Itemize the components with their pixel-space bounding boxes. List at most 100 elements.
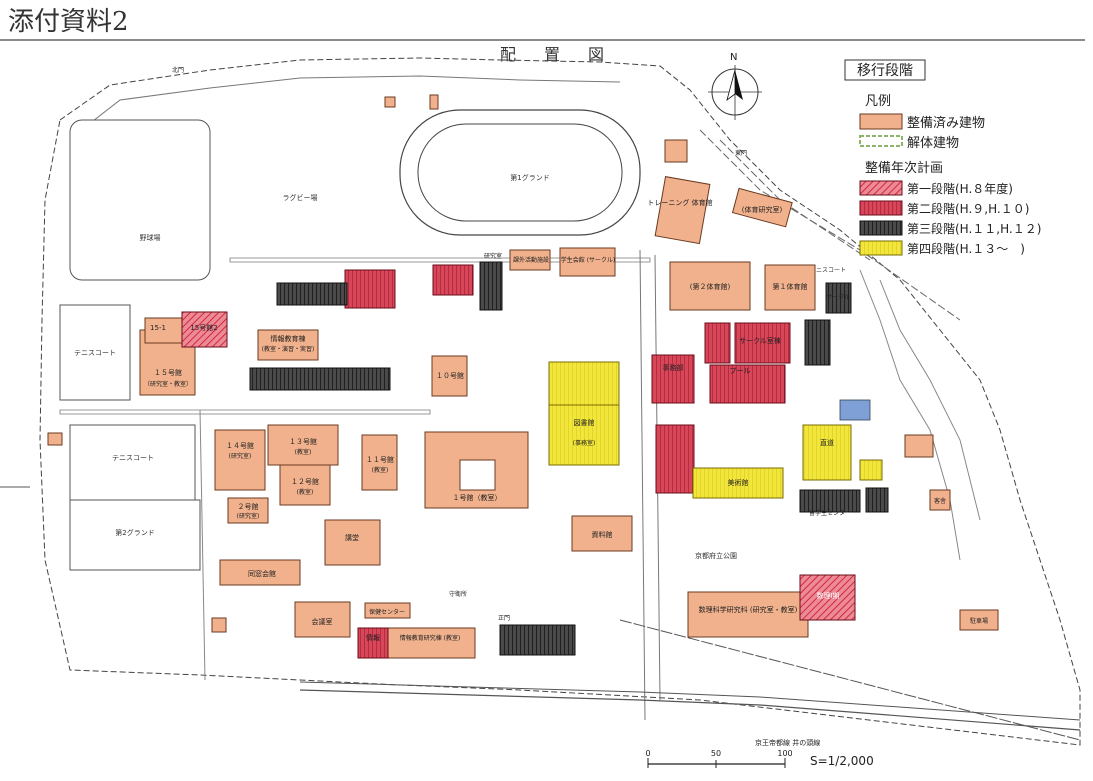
- ground2-label: 第2グランド: [115, 528, 154, 537]
- b14-building: [214, 429, 266, 491]
- gym-research-label: (体育研究室): [742, 205, 783, 214]
- b1-label: １号館（教室）: [453, 493, 502, 502]
- guest-building: [929, 489, 951, 511]
- b2-label: ２号館: [238, 502, 259, 511]
- dark-building: [865, 487, 889, 513]
- extra-building: [509, 249, 551, 271]
- b11-label: １１号館: [366, 455, 394, 464]
- resource-building: [571, 515, 633, 552]
- legend-existing-label: 整備済み建物: [907, 115, 985, 131]
- scale-tick-0: 0: [645, 749, 650, 758]
- dark-building: [499, 624, 576, 656]
- b15-label: １５号館: [154, 368, 182, 377]
- gym-research-building: [731, 187, 793, 228]
- campus-boundary: [39, 57, 1081, 746]
- baseball-field: [69, 119, 211, 281]
- station-building: [959, 609, 999, 631]
- b13-building: [267, 424, 339, 466]
- b13-label: １３号館: [289, 437, 317, 446]
- tennis-left-label: テニスコート: [74, 349, 116, 357]
- b10-label: １０号館: [436, 371, 464, 380]
- naoru-building: [802, 424, 852, 481]
- b2-building: [227, 497, 269, 524]
- gym2-label: (第２体育館): [690, 282, 731, 291]
- student-building: [559, 247, 616, 277]
- scale-ratio: S=1/2,000: [810, 754, 874, 768]
- b11-sub-label: (教室): [372, 466, 389, 474]
- small-building: [47, 432, 63, 446]
- b15-1-building: [144, 317, 186, 344]
- ground1-label: 第1グランド: [510, 173, 549, 182]
- guest-label: 客舎: [934, 497, 946, 505]
- attachment-title: 添付資料2: [8, 7, 129, 37]
- sci-new-building: [799, 574, 856, 621]
- ground1-track: [399, 109, 641, 236]
- rugby-label: ラグビー場: [283, 193, 318, 202]
- library-label: 図書館: [574, 418, 595, 427]
- b12-label: １２号館: [291, 477, 319, 486]
- red-building: [432, 264, 474, 296]
- small-building: [384, 96, 396, 108]
- gate-east-label: 東門: [735, 149, 747, 157]
- b15-sub-label: （研究室・教室）: [144, 380, 192, 388]
- legend-section-title: 凡例: [865, 94, 891, 109]
- north-label: N: [730, 52, 737, 63]
- dorm-building: [904, 434, 934, 458]
- info-building: [357, 627, 389, 659]
- legend-phase4-label: 第四段階(H.１３〜 ): [907, 241, 1025, 256]
- sci-new-label: 数理Ⅰ期: [816, 591, 839, 600]
- tennis-right-label: テニスコート: [810, 267, 846, 274]
- scale-bar: 0 50 100 S=1/2,000: [645, 749, 874, 768]
- office-building: [651, 354, 695, 404]
- b10-building: [431, 355, 468, 397]
- station-label: 駐車場: [970, 617, 988, 625]
- club-building: [734, 322, 791, 364]
- club-label: サークル室棟: [739, 336, 781, 345]
- legend-title-box: [844, 59, 926, 81]
- library-building: [548, 404, 620, 466]
- club-red-building: [704, 322, 731, 364]
- b14-sub-label: (研究室): [229, 452, 252, 460]
- north-arrow: N: [708, 52, 762, 120]
- legend-demolish-label: 解体建物: [907, 136, 959, 151]
- hall-building: [324, 519, 381, 566]
- info-edu2-building: [384, 627, 476, 659]
- dark-building: [825, 282, 852, 314]
- art-label: 美術館: [728, 478, 749, 487]
- alumni-label: 同窓会館: [248, 569, 276, 578]
- b1-building: [424, 431, 529, 509]
- dorm-dark-building: [799, 489, 861, 513]
- b13-sub-label: (教室): [295, 448, 312, 456]
- dark-building: [276, 282, 348, 306]
- baseball-label: 野球場: [140, 233, 161, 242]
- extra-label: 課外活動施設: [513, 256, 549, 264]
- gym-training-label: トレーニング 体育館: [647, 198, 712, 207]
- b15-1-label: 15-1: [150, 324, 166, 332]
- dark-building: [804, 319, 831, 366]
- pool-building: [709, 364, 786, 404]
- b11-building: [361, 434, 398, 491]
- scale-tick-100: 100: [777, 749, 792, 758]
- legend: 移行段階 凡例 整備済み建物 解体建物 整備年次計画 第一段階(H.８年度) 第…: [844, 59, 1041, 256]
- research-dark-building: [479, 261, 503, 311]
- office-label: 事務部: [663, 363, 684, 372]
- legend-plan-title: 整備年次計画: [865, 160, 943, 176]
- info-edu-sub-label: (教室・演習・実習): [262, 345, 315, 353]
- legend-demolish-swatch: [859, 135, 903, 147]
- map-title: 配 置 図: [500, 45, 610, 64]
- scale-tick-50: 50: [711, 749, 721, 758]
- info-edu-label: 情報教育棟: [271, 334, 306, 343]
- tennis-left-court: [59, 304, 131, 401]
- meeting-label: 会議室: [312, 617, 333, 626]
- tennis-left2-label: テニスコート: [112, 454, 154, 462]
- hall-label: 講堂: [345, 533, 359, 542]
- gym1-label: 第１体育館: [773, 282, 808, 291]
- b15-2-building: [181, 311, 228, 348]
- gate-north-label: 北門: [172, 66, 184, 74]
- legend-phase3-swatch: [859, 220, 903, 236]
- sci-grad-label: 数理科学研究科 (研究室・教室): [699, 605, 798, 614]
- info-label: 情報: [366, 633, 380, 642]
- dark-building: [249, 367, 391, 391]
- gate-main-label: 正門: [498, 615, 510, 622]
- tennis-left2-court: [69, 424, 196, 506]
